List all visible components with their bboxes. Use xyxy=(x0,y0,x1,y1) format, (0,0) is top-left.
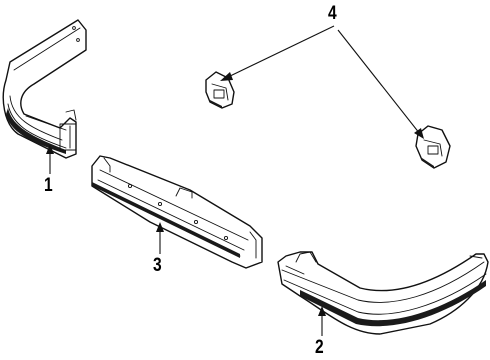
part-1-left-bumper-end xyxy=(2,19,87,159)
leader-2 xyxy=(318,306,326,336)
leader-3 xyxy=(156,222,164,254)
callout-3: 3 xyxy=(153,255,162,276)
callout-4: 4 xyxy=(328,3,337,24)
callout-1: 1 xyxy=(44,175,53,196)
part-4-bracket-lower xyxy=(415,125,451,169)
callout-2: 2 xyxy=(315,337,324,358)
part-4-bracket-upper xyxy=(205,71,235,109)
part-3-center-reinforcement xyxy=(91,155,263,269)
leader-1 xyxy=(46,144,54,174)
leader-4 xyxy=(220,25,424,139)
part-2-right-bumper-end xyxy=(277,251,489,335)
